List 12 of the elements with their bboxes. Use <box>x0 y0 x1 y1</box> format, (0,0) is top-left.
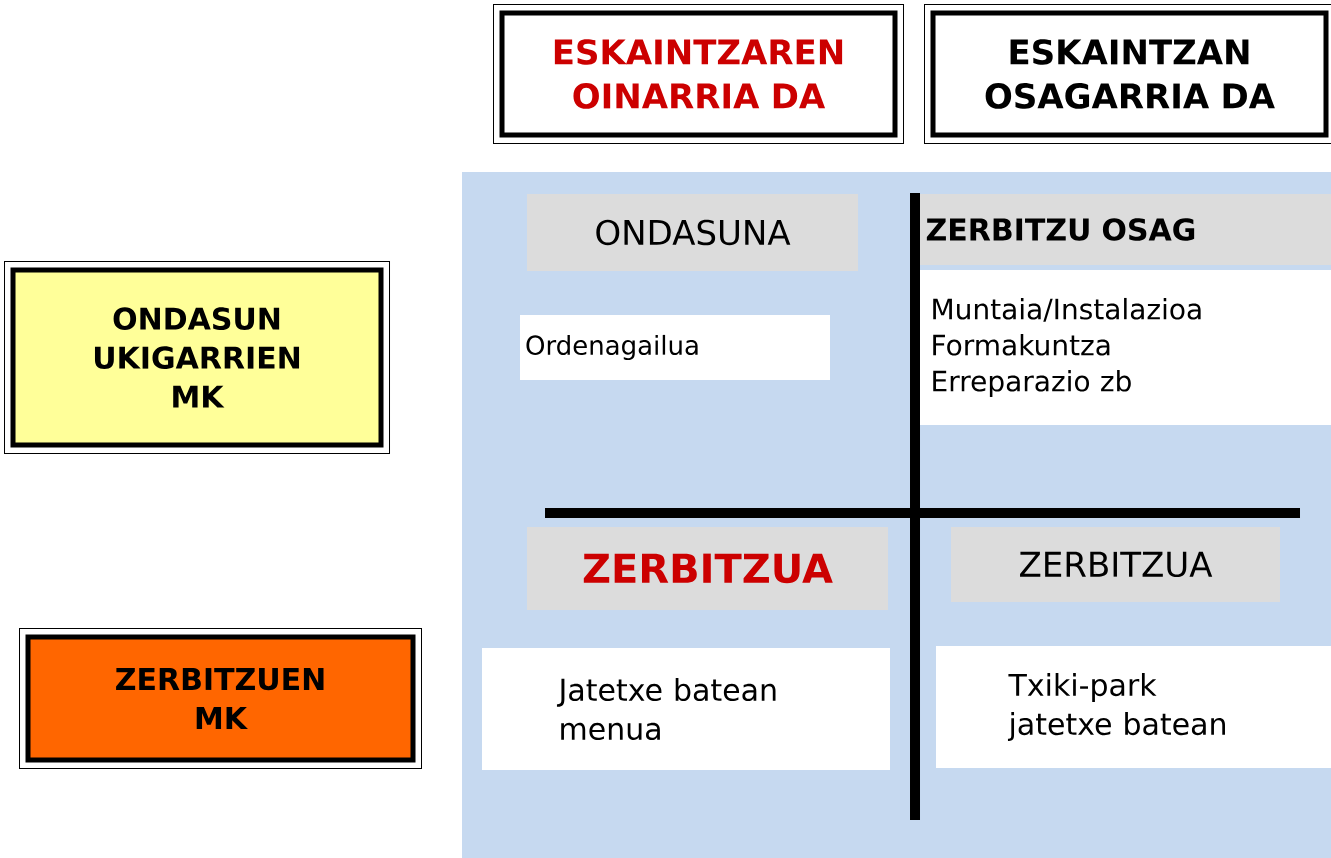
example-box: Txiki-park jatetxe batean <box>936 646 1331 768</box>
quadrant-heading: ZERBITZUA <box>951 527 1280 602</box>
quadrant-heading: ZERBITZUA <box>527 527 888 610</box>
header-box: ESKAINTZAREN OINARRIA DA <box>493 4 904 144</box>
example-box: Jatetxe batean menua <box>482 648 890 770</box>
quadrant-heading: ONDASUNA <box>527 194 858 271</box>
example-box: Ordenagailua <box>520 315 830 380</box>
header-box: ESKAINTZAN OSAGARRIA DA <box>924 4 1331 144</box>
category-box: ONDASUN UKIGARRIEN MK <box>4 261 390 454</box>
example-box: Muntaia/Instalazioa Formakuntza Erreparazio zb <box>920 270 1331 425</box>
quadrant-heading: ZERBITZU OSAG <box>920 194 1331 265</box>
category-box: ZERBITZUEN MK <box>19 628 422 769</box>
